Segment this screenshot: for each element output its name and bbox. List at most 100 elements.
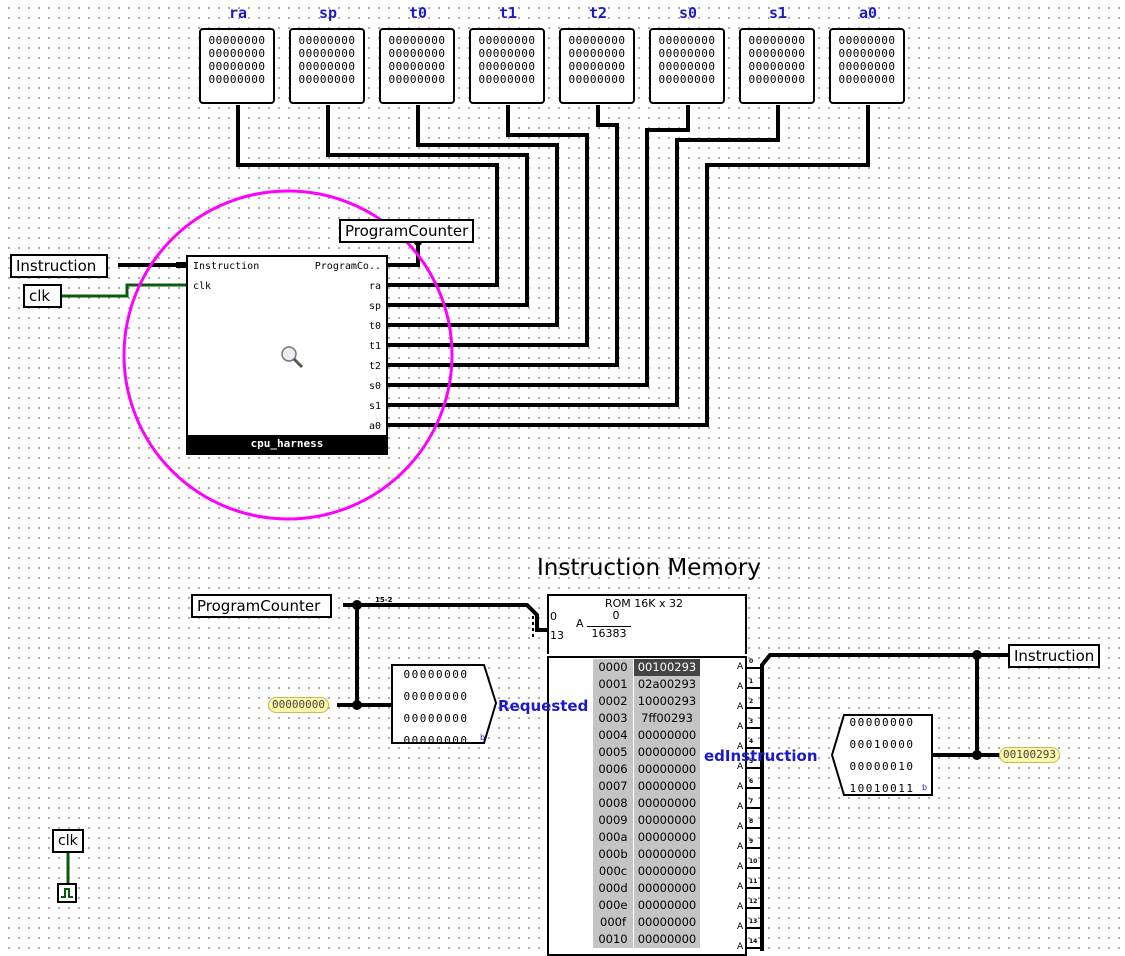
rom-value[interactable]: 00000000 <box>634 931 700 948</box>
rom-output-a-label: A <box>737 902 744 912</box>
register-bit-row: 00000000 <box>388 73 446 86</box>
tunnel-marker <box>413 242 423 248</box>
rom-a-label: A <box>576 617 584 630</box>
rom-output-a-label: A <box>737 822 744 832</box>
instruction-output-tag[interactable]: Instruction <box>1008 644 1101 668</box>
rom-value[interactable]: 02a00293 <box>634 676 700 693</box>
instruction-radix: b <box>922 783 928 792</box>
clk-tag-bottom[interactable]: clk <box>52 829 84 853</box>
register-bit-row: 00000000 <box>388 34 446 47</box>
register-bit-row: 00000000 <box>208 60 266 73</box>
wire-t0 <box>388 105 559 327</box>
program-counter-tag-mem[interactable]: ProgramCounter <box>191 594 333 618</box>
rom-value[interactable]: 00000000 <box>634 812 700 829</box>
clock-source-icon[interactable] <box>57 883 77 903</box>
rom-value[interactable]: 00100293 <box>634 659 700 676</box>
bit-index: 6 <box>749 778 754 785</box>
wire-clk-in <box>58 283 186 298</box>
bit-index: 3 <box>749 718 754 725</box>
rom-output-a-label: A <box>737 702 744 712</box>
rom-output-a-label: A <box>737 922 744 932</box>
register-bit-row: 00000000 <box>838 60 896 73</box>
program-counter-tag-top[interactable]: ProgramCounter <box>339 219 475 243</box>
requested-radix: b <box>480 733 486 742</box>
rom-value[interactable]: 00000000 <box>634 897 700 914</box>
rom-value[interactable]: 00000000 <box>634 880 700 897</box>
memory-title: Instruction Memory <box>537 555 761 581</box>
rom-header[interactable]: ROM 16K x 32 0 16383 A 0 13 <box>547 594 747 654</box>
rom-value[interactable]: 00000000 <box>634 795 700 812</box>
clk-input-pin[interactable]: clk <box>23 284 63 308</box>
junction-dot <box>972 650 982 660</box>
rom-value[interactable]: 00000000 <box>634 846 700 863</box>
register-bit-row: 00000000 <box>838 34 896 47</box>
rom-address: 0002 <box>593 693 633 710</box>
register-bit-row: 00000000 <box>298 34 356 47</box>
rom-output-a-label: A <box>737 682 744 692</box>
wire-s1 <box>388 105 780 407</box>
rom-value[interactable]: 00000000 <box>634 863 700 880</box>
register-bit-row: 00000000 <box>208 73 266 86</box>
register-bit-row: 00000000 <box>658 47 716 60</box>
instruction-probe[interactable]: 00100293 <box>999 747 1060 763</box>
bit-row: 00000000 <box>403 712 469 725</box>
register-label-a0: a0 <box>858 4 878 22</box>
register-bit-row: 00000000 <box>208 34 266 47</box>
harness-port-out: ra <box>368 281 381 292</box>
rom-value[interactable]: 00000000 <box>634 829 700 846</box>
bus-width-label: 15-2 <box>375 596 393 604</box>
instruction-input-pin[interactable]: Instruction <box>10 254 109 278</box>
junction-dot <box>972 750 982 760</box>
register-label-t2: t2 <box>588 4 608 22</box>
register-bit-row: 00000000 <box>478 47 536 60</box>
requested-label: Requested <box>498 697 589 715</box>
rom-value[interactable]: 00000000 <box>634 761 700 778</box>
wire-pc-top <box>388 242 420 267</box>
register-label-t1: t1 <box>498 4 518 22</box>
splitter-bottom: 13 <box>550 629 564 642</box>
requested-probe[interactable]: 00000000 <box>268 697 329 713</box>
selection-circle <box>122 189 454 521</box>
rom-output-a-label: A <box>737 782 744 792</box>
rom-address: 0008 <box>593 795 633 812</box>
rom-address: 0004 <box>593 727 633 744</box>
rom-value[interactable]: 00000000 <box>634 778 700 795</box>
rom-value[interactable]: 10000293 <box>634 693 700 710</box>
rom-value[interactable]: 00000000 <box>634 744 700 761</box>
bit-row: 10010011 <box>849 782 915 795</box>
rom-output-a-label: A <box>737 722 744 732</box>
wire-s0 <box>388 105 690 387</box>
rom-value[interactable]: 00000000 <box>634 727 700 744</box>
register-bit-row: 00000000 <box>748 47 806 60</box>
magnifier-icon[interactable] <box>280 345 304 372</box>
register-bit-row: 00000000 <box>748 34 806 47</box>
wire-fetched-split <box>975 655 1000 757</box>
rom-value[interactable]: 00000000 <box>634 914 700 931</box>
register-label-sp: sp <box>318 4 338 22</box>
rom-output-a-label: A <box>737 942 744 952</box>
bit-index: 10 <box>749 858 758 865</box>
register-bit-row: 00000000 <box>478 60 536 73</box>
rom-value[interactable]: 7ff00293 <box>634 710 700 727</box>
